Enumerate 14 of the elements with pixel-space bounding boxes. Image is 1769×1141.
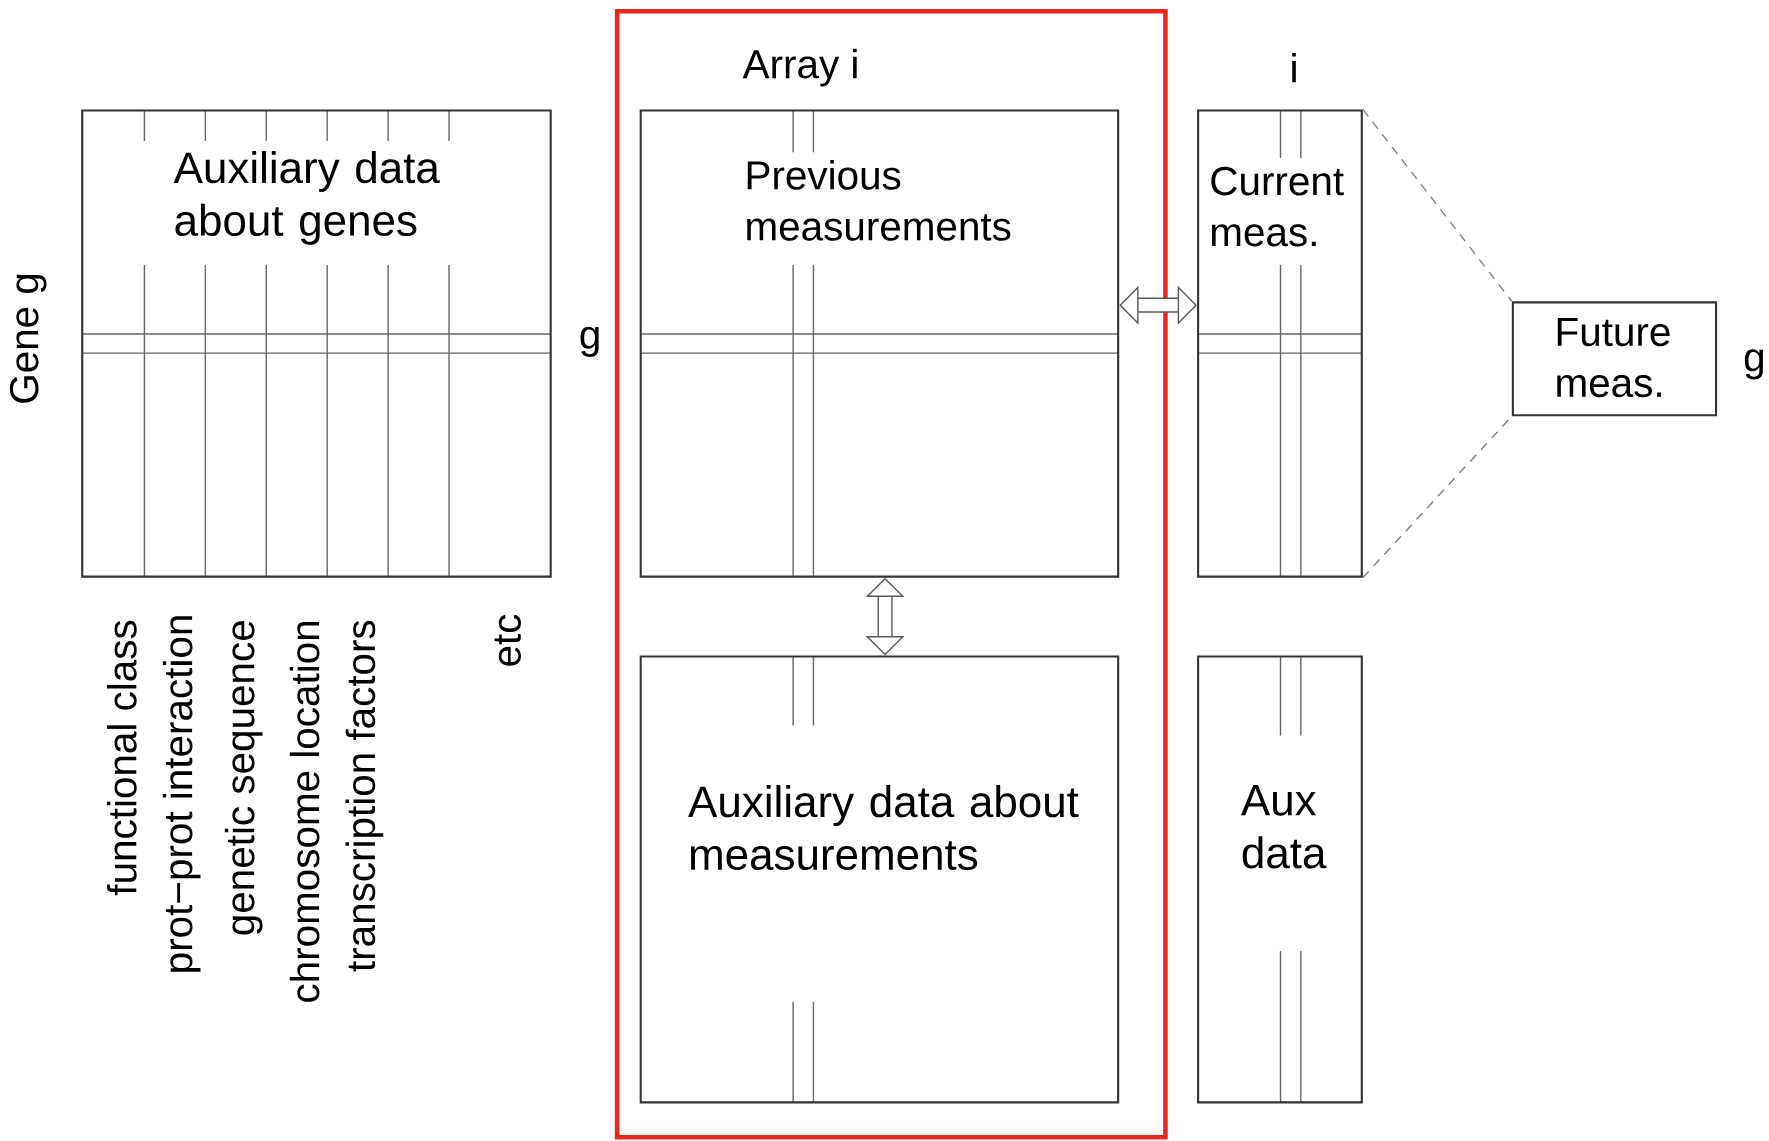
column-label: transcription factors (345, 620, 384, 972)
column-label: prot−prot interaction (162, 616, 201, 972)
dashed-line (1362, 108, 1513, 303)
matrix-box: Auxiliary data about measurements (639, 655, 1120, 1104)
matrix-box: Aux data (1197, 655, 1363, 1104)
matrix-box: Auxiliary data about genes (81, 109, 552, 578)
matrix-box: Current meas. (1197, 109, 1363, 578)
column-label: functional class (107, 621, 137, 896)
process-box: Future meas. (1511, 301, 1718, 417)
column-label: genetic sequence (224, 621, 263, 935)
matrix-box: Previous measurements (639, 109, 1120, 578)
column-label: etc (494, 614, 521, 667)
row-label: g (580, 327, 599, 358)
column-label: chromosome location (289, 622, 320, 1003)
